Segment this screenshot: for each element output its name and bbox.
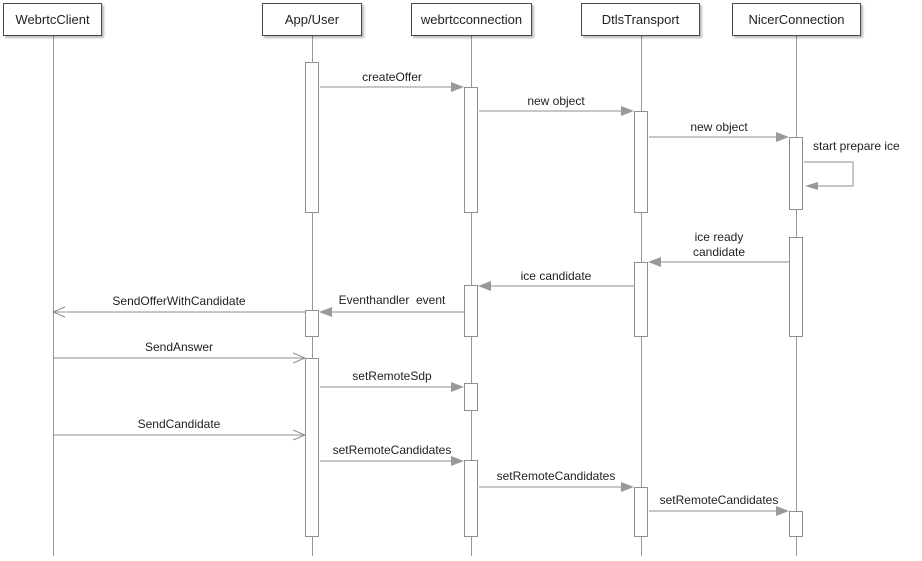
message-arrow-new-object-1 xyxy=(479,106,634,116)
activation-nicerconnection-3 xyxy=(789,511,803,537)
activation-app-user-2 xyxy=(305,310,319,337)
message-label-setremotecandidates-3: setRemoteCandidates xyxy=(659,493,779,507)
activation-webrtcconnection-4 xyxy=(464,460,478,537)
participant-dtlstransport: DtlsTransport xyxy=(581,3,700,36)
participant-label: DtlsTransport xyxy=(601,12,680,27)
activation-webrtcconnection-2 xyxy=(464,285,478,337)
message-arrow-ice-ready-candidate xyxy=(648,257,789,267)
message-label-sendcandidate: SendCandidate xyxy=(137,417,221,431)
participant-label: WebrtcClient xyxy=(15,12,90,27)
activation-nicerconnection-1 xyxy=(789,137,803,210)
activation-app-user-3 xyxy=(305,358,319,537)
message-arrow-setremotecandidates-1 xyxy=(320,456,464,466)
message-arrow-start-prepare-ice-self xyxy=(804,161,854,190)
message-arrow-setremotesdp xyxy=(320,382,464,392)
activation-app-user-1 xyxy=(305,62,319,213)
activation-nicerconnection-2 xyxy=(789,237,803,337)
participant-webrtcclient: WebrtcClient xyxy=(3,3,102,36)
activation-webrtcconnection-3 xyxy=(464,383,478,411)
activation-dtlstransport-1 xyxy=(634,111,648,213)
message-arrow-sendofferwithcandidate xyxy=(51,306,305,318)
participant-app-user: App/User xyxy=(262,3,362,36)
message-label-eventhandler-event: Eventhandler event xyxy=(338,293,446,307)
lifeline-webrtcclient xyxy=(53,36,54,556)
message-arrow-setremotecandidates-2 xyxy=(479,482,634,492)
message-arrow-new-object-2 xyxy=(649,132,789,142)
participant-label: App/User xyxy=(284,12,340,27)
message-arrow-setremotecandidates-3 xyxy=(649,506,789,516)
activation-webrtcconnection-1 xyxy=(464,87,478,213)
message-label-createoffer: createOffer xyxy=(362,70,422,84)
message-label-setremotecandidates-1: setRemoteCandidates xyxy=(332,443,452,457)
message-label-start-prepare-ice: start prepare ice xyxy=(813,139,900,153)
lifeline-app-user xyxy=(312,36,313,556)
participant-label: webrtcconnection xyxy=(420,12,523,27)
message-arrow-ice-candidate xyxy=(478,281,634,291)
message-label-sendofferwithcandidate: SendOfferWithCandidate xyxy=(112,294,246,308)
activation-dtlstransport-2 xyxy=(634,262,648,337)
message-arrow-createoffer xyxy=(320,82,464,92)
message-label-new-object-2: new object xyxy=(690,120,748,134)
activation-dtlstransport-3 xyxy=(634,487,648,537)
message-label-sendanswer: SendAnswer xyxy=(144,340,214,354)
message-label-setremotecandidates-2: setRemoteCandidates xyxy=(496,469,616,483)
message-label-line: candidate xyxy=(692,245,746,259)
participant-webrtcconnection: webrtcconnection xyxy=(411,3,532,36)
message-arrow-eventhandler-event xyxy=(319,307,464,317)
message-label-setremotesdp: setRemoteSdp xyxy=(352,369,432,383)
message-label-new-object-1: new object xyxy=(527,94,585,108)
message-label-ice-candidate: ice candidate xyxy=(520,269,592,283)
participant-label: NicerConnection xyxy=(748,12,845,27)
participant-nicerconnection: NicerConnection xyxy=(732,3,861,36)
message-label-line: ice ready xyxy=(694,230,744,244)
